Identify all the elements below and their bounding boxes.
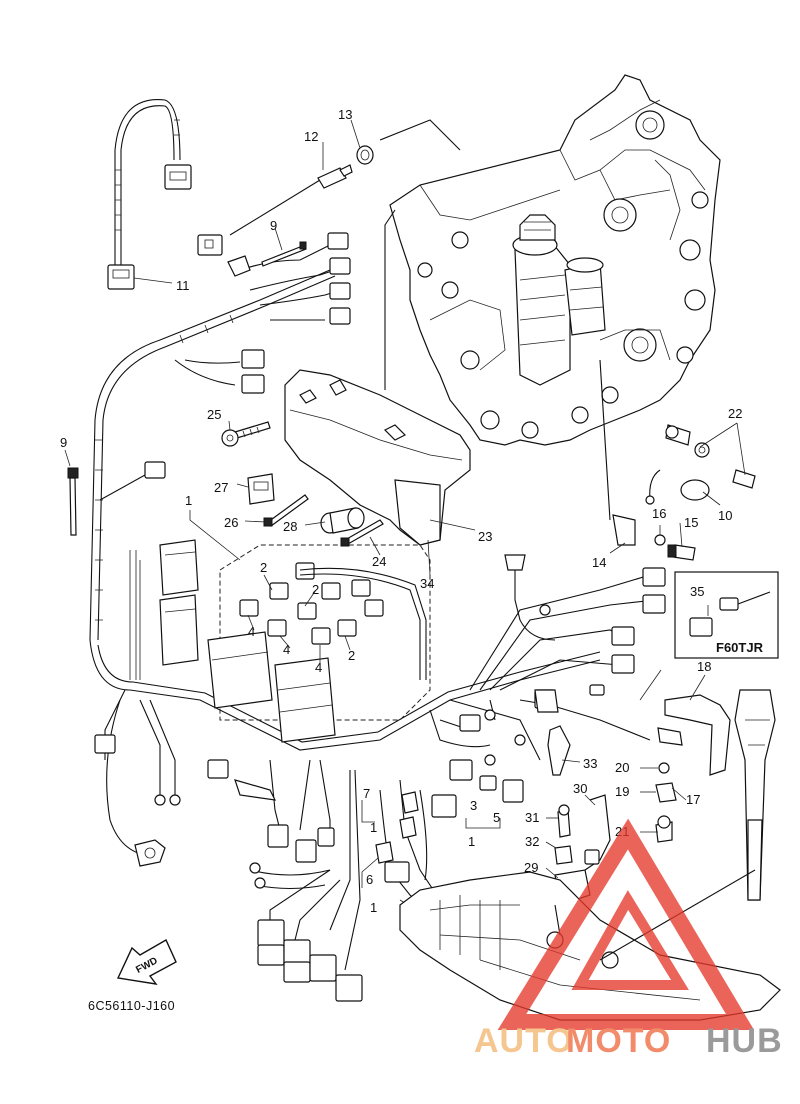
callout-13: 13 (338, 107, 352, 122)
wire-harness (89, 99, 656, 971)
watermark-moto: MOTO (566, 1022, 671, 1060)
callout-4a: 4 (248, 624, 255, 639)
callout-4b: 4 (283, 642, 290, 657)
callout-1d: 1 (370, 820, 377, 835)
leader-lines (64, 119, 746, 888)
watermark-triangle-inner (571, 890, 689, 990)
watermark-hub: HUB (706, 1022, 783, 1060)
electrical-bracket-cover (284, 369, 471, 546)
callout-7: 7 (363, 786, 370, 801)
callout-27: 27 (214, 480, 228, 495)
relay-group-outline (219, 544, 431, 721)
callout-28: 28 (283, 519, 297, 534)
callout-22: 22 (728, 406, 742, 421)
callout-17: 17 (686, 792, 700, 807)
callout-31: 31 (525, 810, 539, 825)
watermark-logo (497, 818, 755, 1030)
callout-19: 19 (615, 784, 629, 799)
callout-20: 20 (615, 760, 629, 775)
callout-29: 29 (524, 860, 538, 875)
callout-12: 12 (304, 129, 318, 144)
callout-32: 32 (525, 834, 539, 849)
callout-3: 3 (470, 798, 477, 813)
callout-9a: 9 (270, 218, 277, 233)
callout-16: 16 (652, 506, 666, 521)
watermark-text: AUTO MOTO HUB (474, 1022, 783, 1060)
callout-34: 34 (420, 576, 434, 591)
callout-4c: 4 (315, 660, 322, 675)
callout-26: 26 (224, 515, 238, 530)
callout-23: 23 (478, 529, 492, 544)
callout-6: 6 (366, 872, 373, 887)
callout-9b: 9 (60, 435, 67, 450)
callout-25: 25 (207, 407, 221, 422)
callout-24: 24 (372, 554, 386, 569)
callout-1b: 1 (468, 834, 475, 849)
callout-18: 18 (697, 659, 711, 674)
callout-10: 10 (718, 508, 732, 523)
drawing-code: 6C56110-J160 (88, 999, 175, 1013)
callout-30: 30 (573, 781, 587, 796)
callout-15: 15 (684, 515, 698, 530)
callout-14: 14 (592, 555, 606, 570)
callout-1c: 1 (370, 900, 377, 915)
callout-11: 11 (176, 278, 190, 293)
callout-1: 1 (185, 493, 192, 508)
callout-2b: 2 (312, 582, 319, 597)
watermark-auto: AUTO (474, 1022, 574, 1060)
callout-2c: 2 (348, 648, 355, 663)
callout-labels: 1 1 1 1 2 2 2 3 4 4 4 5 6 7 9 9 10 11 12… (60, 107, 742, 915)
callout-2a: 2 (260, 560, 267, 575)
fwd-arrow: FWD (116, 939, 177, 985)
watermark-triangle-outer (497, 818, 755, 1030)
engine-block (389, 74, 721, 446)
callout-33: 33 (583, 756, 597, 771)
callout-5: 5 (493, 810, 500, 825)
callout-35: 35 (690, 584, 704, 599)
variant-label: F60TJR (716, 640, 764, 655)
components (67, 145, 781, 1021)
